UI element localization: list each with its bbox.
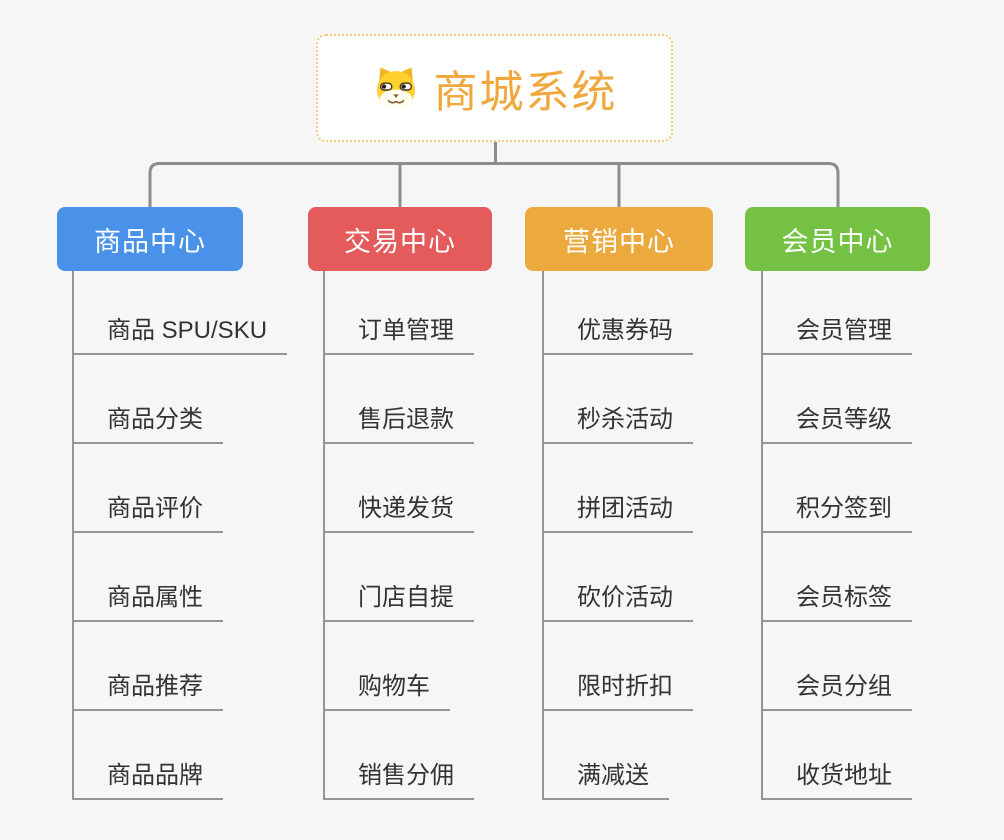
branch-node-marketing-center[interactable]: 营销中心: [525, 207, 713, 271]
topic-row: 销售分佣: [325, 711, 474, 800]
topic-row: 门店自提: [325, 533, 474, 622]
topic-row: 会员标签: [763, 533, 912, 622]
topic-row: 商品推荐: [74, 622, 287, 711]
topic-node[interactable]: 会员分组: [763, 666, 912, 711]
topic-row: 积分签到: [763, 444, 912, 533]
topic-row: 会员分组: [763, 622, 912, 711]
topic-row: 限时折扣: [544, 622, 693, 711]
topic-node[interactable]: 售后退款: [325, 399, 474, 444]
topic-row: 砍价活动: [544, 533, 693, 622]
topic-row: 商品 SPU/SKU: [74, 271, 288, 355]
topic-node[interactable]: 订单管理: [325, 310, 474, 355]
topic-node[interactable]: 商品评价: [74, 488, 223, 533]
root-node[interactable]: 商城系统: [316, 34, 673, 142]
topic-node[interactable]: 满减送: [544, 755, 669, 800]
topic-row: 快递发货: [325, 444, 474, 533]
topic-node[interactable]: 商品 SPU/SKU: [74, 310, 288, 355]
branch-node-trade-center[interactable]: 交易中心: [308, 207, 492, 271]
topic-node[interactable]: 限时折扣: [544, 666, 693, 711]
topic-node[interactable]: 积分签到: [763, 488, 912, 533]
topic-row: 收货地址: [763, 711, 912, 800]
branch-children-trade-center: 订单管理 售后退款 快递发货 门店自提 购物车 销售分佣: [323, 271, 474, 800]
dog-face-icon: [376, 67, 415, 110]
topic-node[interactable]: 会员管理: [763, 310, 912, 355]
topic-node[interactable]: 购物车: [325, 666, 450, 711]
topic-node[interactable]: 秒杀活动: [544, 399, 693, 444]
topic-row: 会员管理: [763, 271, 912, 355]
topic-node[interactable]: 拼团活动: [544, 488, 693, 533]
topic-row: 会员等级: [763, 355, 912, 444]
branch-node-member-center[interactable]: 会员中心: [745, 207, 930, 271]
topic-row: 秒杀活动: [544, 355, 693, 444]
topic-node[interactable]: 砍价活动: [544, 577, 693, 622]
branch-children-marketing-center: 优惠券码 秒杀活动 拼团活动 砍价活动 限时折扣 满减送: [542, 271, 693, 800]
topic-row: 订单管理: [325, 271, 474, 355]
topic-node[interactable]: 会员标签: [763, 577, 912, 622]
topic-node[interactable]: 商品分类: [74, 399, 223, 444]
topic-node[interactable]: 商品推荐: [74, 666, 223, 711]
topic-node[interactable]: 会员等级: [763, 399, 912, 444]
topic-node[interactable]: 快递发货: [325, 488, 474, 533]
branch-children-member-center: 会员管理 会员等级 积分签到 会员标签 会员分组 收货地址: [761, 271, 912, 800]
topic-row: 购物车: [325, 622, 474, 711]
root-title: 商城系统: [433, 68, 618, 117]
topic-node[interactable]: 销售分佣: [325, 755, 474, 800]
topic-row: 商品品牌: [74, 711, 287, 800]
branch-children-product-center: 商品 SPU/SKU 商品分类 商品评价 商品属性 商品推荐 商品品牌: [72, 271, 288, 800]
topic-row: 售后退款: [325, 355, 474, 444]
branch-connector-rail: [148, 162, 840, 207]
topic-row: 商品属性: [74, 533, 287, 622]
topic-node[interactable]: 优惠券码: [544, 310, 693, 355]
topic-row: 满减送: [544, 711, 693, 800]
topic-node[interactable]: 商品品牌: [74, 755, 223, 800]
topic-node[interactable]: 商品属性: [74, 577, 223, 622]
topic-node[interactable]: 收货地址: [763, 755, 912, 800]
topic-row: 商品评价: [74, 444, 287, 533]
topic-row: 优惠券码: [544, 271, 693, 355]
topic-row: 拼团活动: [544, 444, 693, 533]
branch-node-product-center[interactable]: 商品中心: [57, 207, 243, 271]
topic-row: 商品分类: [74, 355, 287, 444]
topic-node[interactable]: 门店自提: [325, 577, 474, 622]
